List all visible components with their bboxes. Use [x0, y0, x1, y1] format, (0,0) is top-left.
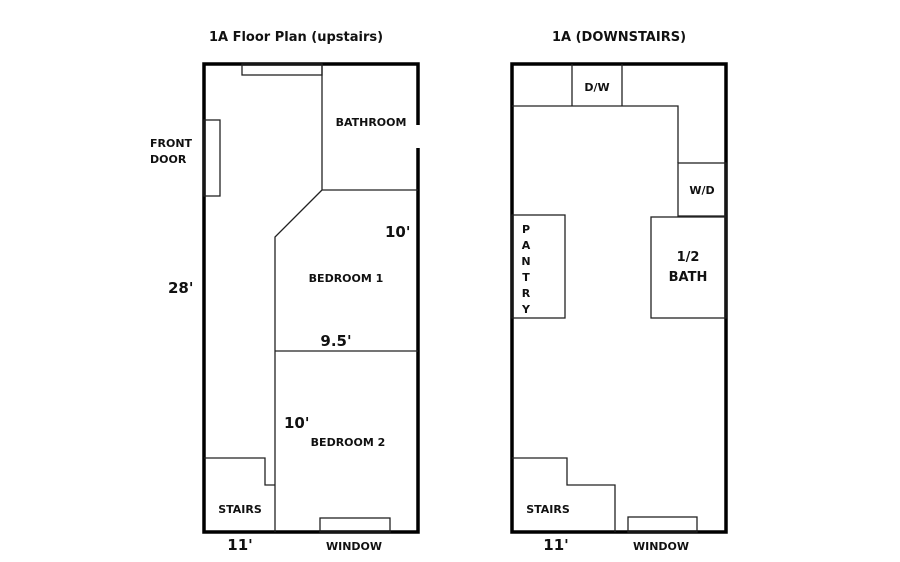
bedroom1-depth: 10' [385, 223, 410, 241]
upstairs-plan: 1A Floor Plan (upstairs) BATHROOM BEDROO… [150, 30, 420, 554]
bedroom2-label: BEDROOM 2 [311, 436, 386, 449]
pantry-letter: R [522, 287, 531, 300]
downstairs-plan: 1A (DOWNSTAIRS) D/W W/D 1/2 BATH P A N T… [510, 30, 728, 554]
front-door-label-2: DOOR [150, 153, 187, 166]
bathroom-label: BATHROOM [336, 116, 407, 129]
half-bath-label-2: BATH [669, 270, 708, 285]
half-bath [650, 216, 727, 319]
pantry-letter: A [522, 239, 531, 252]
front-door-label-1: FRONT [150, 137, 193, 150]
downstairs-window-label: WINDOW [633, 540, 689, 553]
downstairs-stairs-label: STAIRS [526, 503, 570, 516]
pantry-letter: Y [521, 303, 531, 316]
upstairs-stairs-wall [204, 457, 275, 486]
upstairs-title: 1A Floor Plan (upstairs) [209, 30, 383, 45]
washer-dryer [677, 162, 727, 217]
bedroom1-width: 9.5' [320, 332, 351, 350]
upstairs-width-dimension: 11' [227, 536, 252, 554]
upstairs-window [319, 517, 391, 533]
bedroom2-depth: 10' [284, 414, 309, 432]
washer-dryer-label: W/D [689, 184, 714, 197]
pantry-letter: N [521, 255, 530, 268]
pantry [511, 214, 566, 319]
pantry-letter: P [522, 223, 530, 236]
front-door [203, 119, 221, 197]
upstairs-interior-walls [274, 64, 418, 532]
pantry-label: P A N T R Y [521, 223, 531, 316]
downstairs-outer-wall [510, 62, 728, 534]
downstairs-stairs-wall [512, 457, 616, 532]
upstairs-stairs-label: STAIRS [218, 503, 262, 516]
downstairs-width-dimension: 11' [543, 536, 568, 554]
pantry-letter: T [522, 271, 530, 284]
upstairs-outer-wall [202, 62, 420, 534]
length-dimension: 28' [168, 279, 193, 297]
dishwasher-label: D/W [584, 81, 609, 94]
downstairs-window [627, 516, 698, 533]
bedroom1-label: BEDROOM 1 [309, 272, 384, 285]
upstairs-window-label: WINDOW [326, 540, 382, 553]
kitchen-counter [512, 64, 679, 163]
half-bath-label-1: 1/2 [677, 250, 700, 265]
downstairs-title: 1A (DOWNSTAIRS) [552, 30, 686, 45]
